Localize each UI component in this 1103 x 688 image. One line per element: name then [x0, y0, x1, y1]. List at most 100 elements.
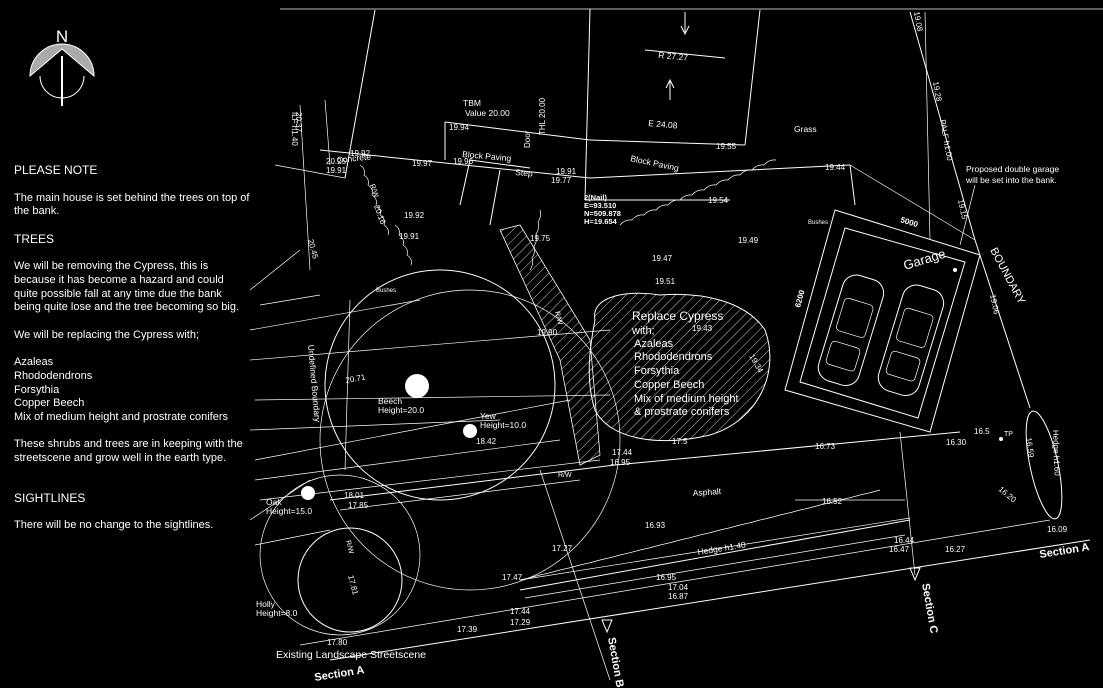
house-note: The main house is set behind the trees o… — [14, 191, 250, 218]
spot-level: 16.30 — [946, 438, 967, 447]
rw-label: R/W — [553, 311, 563, 326]
spot-level: 16.87 — [668, 592, 689, 601]
garage-note-line2: will be set into the bank. — [965, 175, 1057, 185]
spot-level: 16.59 — [1024, 437, 1036, 459]
sightlines-heading: SIGHTLINES — [14, 490, 86, 505]
nail-height: H=19.654 — [584, 217, 618, 226]
spot-level: 17.44 — [510, 607, 531, 616]
spot-level: 19.06 — [988, 294, 1001, 316]
holly-height: Height=8.0 — [256, 608, 298, 618]
spot-level: 19.96 — [453, 157, 474, 166]
tbm-label: TBM — [463, 98, 481, 108]
spot-level: 17.44 — [612, 448, 633, 457]
spot-level: 17.29 — [510, 618, 531, 627]
spot-level: 16.27 — [945, 545, 966, 554]
door-label: Door — [523, 130, 532, 148]
spot-levels: 19.08 19.28 19.15 19.06 19.94 19.96 19.9… — [294, 11, 1068, 647]
streetscene-label: Existing Landscape Streetscene — [276, 649, 426, 661]
spot-level: 19.51 — [655, 277, 676, 286]
spot-level: 19.55 — [716, 142, 737, 151]
block-paving-2: Block Paving — [630, 153, 680, 173]
spot-level: 16.47 — [889, 545, 910, 554]
spot-level: 17.39 — [457, 625, 478, 634]
undefined-boundary-label: Undefined Boundary — [306, 344, 323, 423]
spot-level: 16.09 — [1047, 525, 1068, 534]
section-a-left: Section A — [314, 664, 366, 684]
road-edges — [299, 431, 1091, 681]
yew-height: Height=10.0 — [480, 420, 526, 430]
spot-level: 19.97 — [412, 159, 433, 168]
grass-label: Grass — [794, 124, 817, 134]
bushes-label-1: Bushes — [376, 288, 396, 294]
please-note-heading: PLEASE NOTE — [14, 163, 98, 177]
section-b: Section B — [605, 636, 626, 688]
spot-level: 19.94 — [449, 123, 470, 132]
removal-note: We will be removing the Cypress, this is… — [14, 260, 240, 314]
spot-level: 19.91 — [399, 232, 420, 241]
spot-level: 16.95 — [656, 573, 677, 582]
tp-label: TP — [1004, 431, 1013, 438]
spot-level: 19.75 — [530, 234, 551, 243]
east-label: E 24.08 — [648, 118, 678, 131]
replacement-item: Azaleas — [14, 356, 54, 369]
hedge-160-label: Hedge h1.60 — [1051, 430, 1062, 477]
spot-level: 20.71 — [345, 373, 367, 385]
rw-label: R/W — [368, 183, 379, 199]
replacement-list: Azaleas Rhododendrons Forsythia Copper B… — [14, 356, 250, 424]
spot-level: 20.37 — [294, 112, 303, 133]
spot-level: 17.80 — [327, 638, 348, 647]
nail-easting: E=93.510 — [584, 201, 616, 210]
spot-level: 16.44 — [894, 536, 915, 545]
step-label: Step — [515, 167, 534, 179]
hedge-right — [1025, 410, 1063, 520]
spot-level: 20.25 — [326, 157, 347, 166]
replace-line: Rhododendrons — [634, 351, 713, 363]
section-c: Section C — [919, 582, 940, 634]
replace-line: Azaleas — [634, 338, 674, 350]
oak-label: Oak — [266, 497, 282, 507]
north-arrow-icon: N — [29, 27, 95, 106]
car-icon — [817, 274, 885, 387]
spot-level: 17.81 — [346, 574, 360, 596]
hedge-140-label: Hedge h1.40 — [697, 539, 747, 557]
spot-level: 16.93 — [645, 521, 666, 530]
spot-level: 19.49 — [738, 236, 759, 245]
asphalt-label: Asphalt — [692, 486, 722, 498]
garage-depth-dim: 6200 — [793, 288, 806, 308]
spot-level: 19.92 — [404, 211, 425, 220]
beech-height: Height=20.0 — [378, 405, 424, 415]
oak-tree-marker — [301, 486, 315, 500]
garage-label: Garage — [901, 246, 947, 273]
car-icon — [877, 284, 945, 397]
garage-note-line1: Proposed double garage — [966, 164, 1059, 174]
tree-canopies — [249, 249, 621, 636]
spot-level: 18.01 — [344, 491, 365, 500]
spot-level: 20.45 — [306, 238, 320, 260]
cypress-removal-area — [499, 224, 771, 466]
bushes-label-2: Bushes — [808, 220, 828, 226]
spot-level: 19.77 — [551, 176, 572, 185]
replacement-item: Rhododendrons — [14, 369, 93, 382]
yew-label: Yew — [480, 411, 497, 421]
spot-level: 17.04 — [668, 583, 689, 592]
nail-northing: N=509.878 — [584, 209, 621, 218]
spot-level: 16.52 — [822, 497, 843, 506]
spot-level: 19.92 — [350, 149, 371, 158]
garage-width-dim: 5000 — [899, 215, 919, 229]
replacing-intro: We will be replacing the Cypress with; — [14, 328, 200, 341]
spot-level: 19.44 — [825, 163, 846, 172]
radius-label: R 27.27 — [658, 50, 689, 63]
sightlines-note: There will be no change to the sightline… — [14, 519, 214, 532]
spot-level: 16.20 — [997, 485, 1019, 505]
nail-label: 2(Nail) — [584, 193, 607, 202]
spot-level: 19.90 — [537, 328, 558, 337]
block-paving-1: Block Paving — [462, 149, 512, 163]
keeping-note: These shrubs and trees are in keeping wi… — [14, 438, 243, 464]
garage: Garage 5000 6200 — [784, 209, 981, 433]
holly-label: Holly — [256, 599, 276, 609]
trees-heading: TREES — [14, 231, 55, 246]
spot-level: 17.85 — [348, 501, 369, 510]
spot-level: 19.54 — [708, 196, 729, 205]
replace-line: Mix of medium height — [634, 393, 739, 405]
oak-height: Height=15.0 — [266, 506, 312, 516]
